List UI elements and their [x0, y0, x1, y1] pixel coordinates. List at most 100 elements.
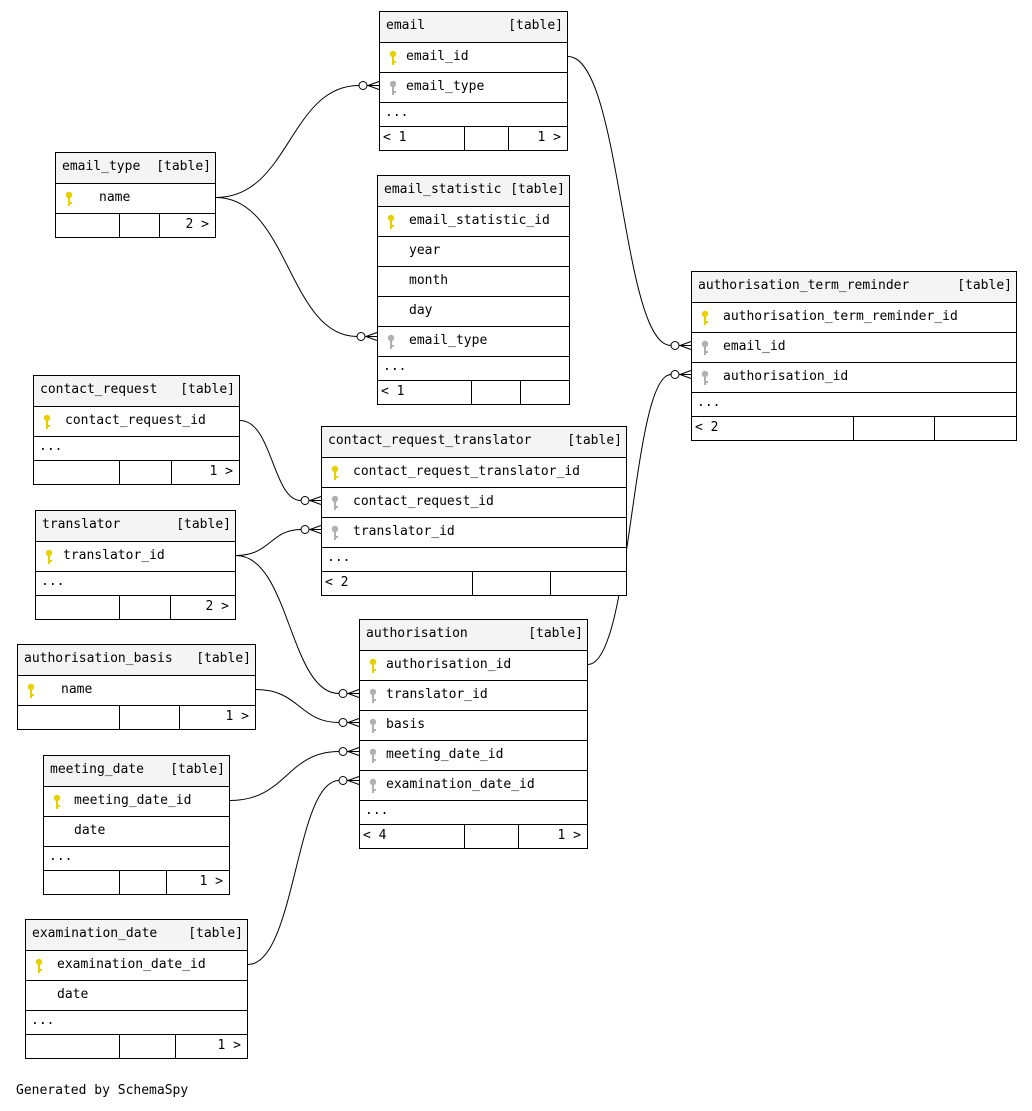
- children-count-cell: [934, 417, 1016, 440]
- table-email_statistic: email_statistic[table]email_statistic_id…: [377, 175, 570, 405]
- table-header: translator[table]: [36, 511, 235, 542]
- column-name: translator_id: [353, 524, 455, 539]
- column-row: name: [18, 676, 255, 706]
- column-name: translator_id: [386, 687, 488, 702]
- foreign-key-icon: [368, 778, 378, 794]
- table-footer: 1 >: [26, 1035, 247, 1058]
- column-name: authorisation_id: [723, 369, 849, 384]
- column-row: meeting_date_id: [360, 741, 587, 771]
- primary-key-icon: [368, 658, 378, 674]
- primary-key-icon: [26, 683, 36, 699]
- children-count-cell: [520, 381, 569, 404]
- table-contact_request_translator: contact_request_translator[table]contact…: [321, 426, 627, 596]
- table-footer: 1 >: [18, 706, 255, 729]
- foreign-key-icon: [700, 370, 710, 386]
- table-examination_date: examination_date[table]examination_date_…: [25, 919, 248, 1059]
- footer-middle-cell: [119, 1035, 175, 1058]
- column-name: email_statistic_id: [409, 213, 550, 228]
- table-translator: translator[table] translator_id... 2 >: [35, 510, 236, 620]
- more-columns-row: ...: [34, 437, 239, 461]
- optional-marker: [358, 81, 368, 90]
- column-row: email_statistic_id: [378, 207, 569, 237]
- parents-count: < 2: [325, 575, 349, 590]
- more-columns-row: ...: [44, 847, 229, 871]
- column-row: email_id: [692, 333, 1016, 363]
- column-name: meeting_date_id: [74, 793, 192, 808]
- relationship-email_type-to-email: [215, 81, 380, 198]
- children-count-cell: 2 >: [170, 596, 235, 619]
- table-type-tag: [table]: [508, 18, 563, 33]
- children-count: 2 >: [185, 217, 209, 232]
- table-footer: 2 >: [36, 596, 235, 619]
- footer-middle-cell: [119, 461, 171, 484]
- column-name: translator_id: [63, 548, 165, 563]
- many-crowfoot-marker: [679, 341, 692, 350]
- foreign-key-icon: [368, 688, 378, 704]
- column-name: contact_request_translator_id: [353, 464, 580, 479]
- many-crowfoot-marker: [347, 718, 360, 727]
- many-crowfoot-marker: [309, 525, 322, 534]
- ellipsis-text: ...: [365, 803, 389, 818]
- parents-count: < 1: [383, 130, 407, 145]
- column-row: month: [378, 267, 569, 297]
- table-header: examination_date[table]: [26, 920, 247, 951]
- optional-marker: [670, 370, 680, 379]
- relationship-line: [247, 780, 340, 965]
- table-footer: < 1: [378, 381, 569, 404]
- column-name: day: [409, 303, 433, 318]
- parents-count-cell: < 2: [692, 417, 853, 440]
- footer-middle-cell: [119, 706, 179, 729]
- relationship-authorisation-to-authorisation_term_reminder: [587, 370, 692, 665]
- column-name: date: [57, 987, 89, 1002]
- table-name: email: [386, 18, 426, 33]
- ellipsis-text: ...: [385, 105, 409, 120]
- ellipsis-text: ...: [41, 574, 65, 589]
- table-name: contact_request_translator: [328, 433, 532, 448]
- primary-key-icon: [64, 191, 74, 207]
- foreign-key-icon: [330, 525, 340, 541]
- table-name: email_type: [62, 159, 141, 174]
- ellipsis-text: ...: [697, 395, 721, 410]
- table-header: authorisation[table]: [360, 620, 587, 651]
- table-header: email [table]: [380, 12, 567, 43]
- parents-count: < 1: [381, 384, 405, 399]
- relationship-line: [215, 85, 360, 198]
- column-row: authorisation_id: [360, 651, 587, 681]
- column-name: email_type: [409, 333, 488, 348]
- parents-count-cell: [56, 214, 119, 237]
- table-footer: 1 >: [44, 871, 229, 894]
- ellipsis-text: ...: [327, 550, 351, 565]
- foreign-key-icon: [368, 748, 378, 764]
- relationship-email_type-to-email_statistic: [215, 197, 378, 341]
- optional-marker: [300, 525, 310, 534]
- table-name: authorisation_term_reminder: [698, 278, 910, 293]
- parents-count-cell: [34, 461, 119, 484]
- optional-marker: [338, 747, 348, 756]
- column-row: contact_request_id: [322, 488, 626, 518]
- optional-marker: [338, 689, 348, 698]
- column-name: date: [74, 823, 106, 838]
- column-row: email_type: [380, 73, 567, 103]
- column-name: authorisation_id: [386, 657, 512, 672]
- column-row: meeting_date_id: [44, 787, 229, 817]
- column-row: authorisation_term_reminder_id: [692, 303, 1016, 333]
- primary-key-icon: [42, 414, 52, 430]
- table-name: contact_request: [40, 382, 158, 397]
- primary-key-icon: [52, 794, 62, 810]
- relationship-translator-to-authorisation: [235, 555, 360, 698]
- children-count: 1 >: [557, 828, 581, 843]
- table-type-tag: [table]: [176, 517, 231, 532]
- table-type-tag: [table]: [188, 926, 243, 941]
- many-crowfoot-marker: [367, 81, 380, 90]
- primary-key-icon: [700, 310, 710, 326]
- table-header: authorisation_basis[table]: [18, 645, 255, 676]
- column-name: basis: [386, 717, 426, 732]
- footer-middle-cell: [464, 825, 518, 848]
- relationship-authorisation_basis-to-authorisation: [255, 689, 360, 727]
- column-name: contact_request_id: [65, 413, 206, 428]
- primary-key-icon: [44, 549, 54, 565]
